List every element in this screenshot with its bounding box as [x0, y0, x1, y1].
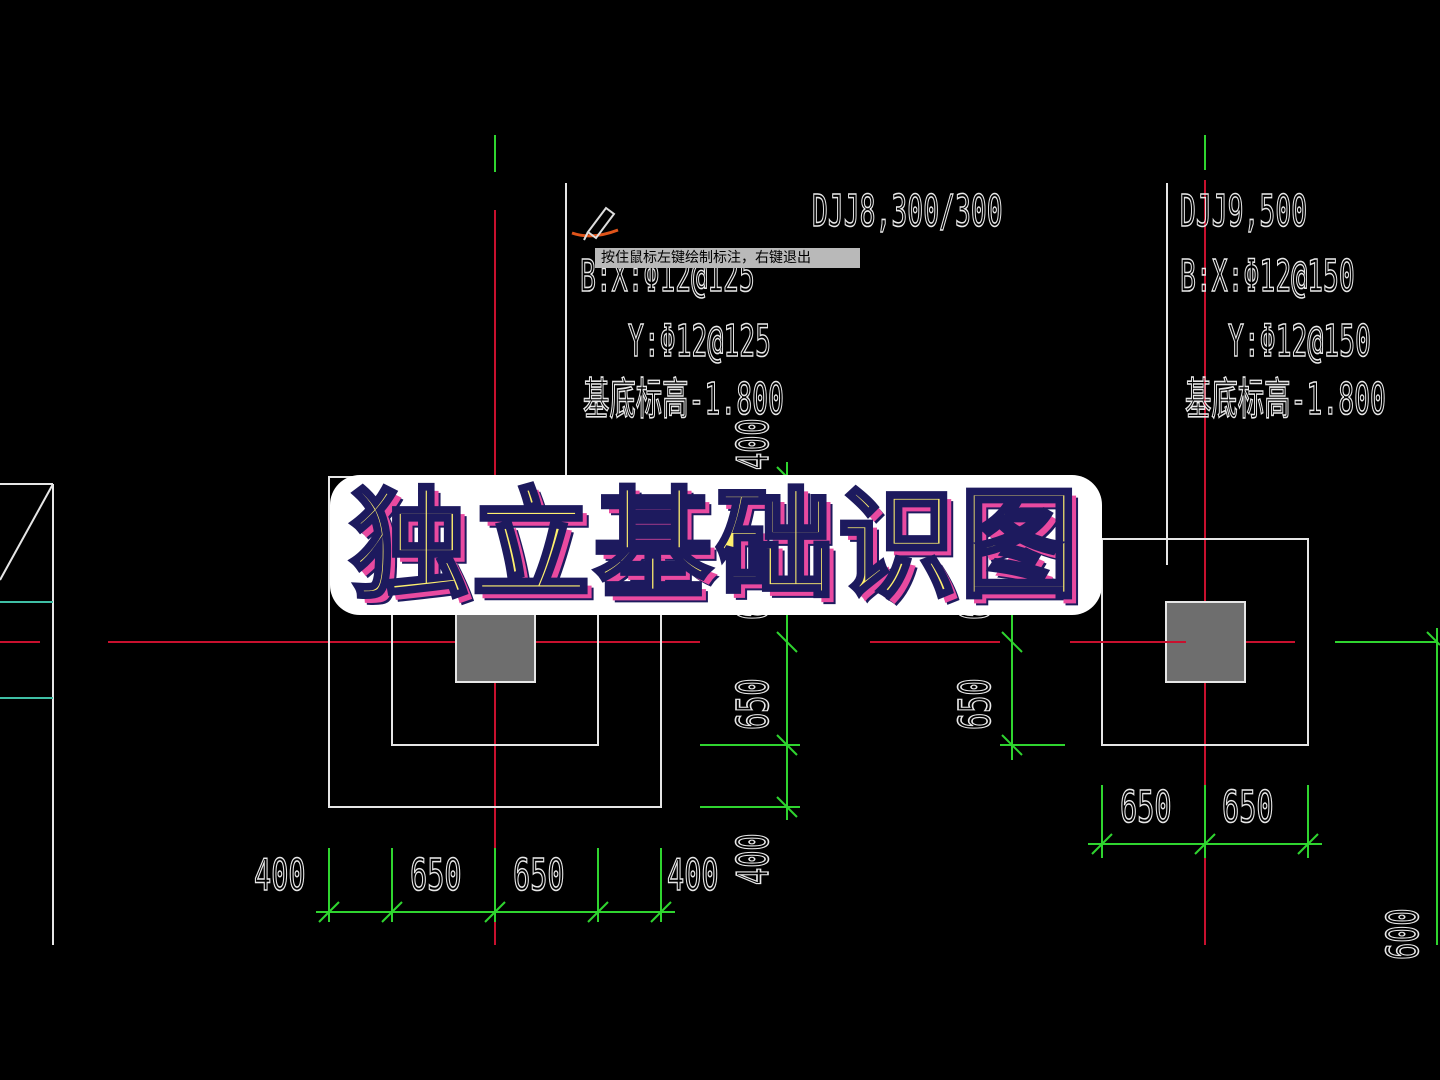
dim-label: 650	[1120, 782, 1172, 833]
rebar-x: B:X:Φ12@150	[1180, 250, 1355, 302]
left-foundation-annotation: DJJ8,300/300 B:X:Φ12@125 Y:Φ12@125 基底标高-…	[579, 184, 1003, 425]
dim-label: 400	[254, 850, 306, 901]
right-bottom-dimensions[interactable]: 650 650	[1088, 781, 1322, 858]
dim-label: 650	[513, 850, 565, 901]
foundation-label: DJJ8,300/300	[812, 185, 1003, 237]
dim-label: 650	[950, 678, 1001, 730]
overlay-title: 独立基础识图	[348, 474, 1082, 616]
dim-label: 650	[1222, 782, 1274, 833]
dim-label: 400	[728, 833, 779, 885]
dim-label: 600	[1378, 908, 1429, 960]
right-foundation[interactable]	[1100, 183, 1309, 746]
dim-label: 650	[410, 850, 462, 901]
pen-icon	[571, 206, 619, 241]
dim-label: 400	[728, 418, 779, 470]
dim-label: 650	[728, 678, 779, 730]
rebar-y: Y:Φ12@125	[628, 315, 771, 367]
elevation: 基底标高-1.800	[1185, 373, 1386, 425]
tooltip: 按住鼠标左键绘制标注，右键退出	[595, 248, 860, 268]
rebar-y: Y:Φ12@150	[1228, 315, 1371, 367]
left-edge-element	[0, 483, 54, 945]
left-bottom-dimensions[interactable]: 400 650 650 400	[253, 848, 719, 923]
far-right-dimension[interactable]: 600	[1335, 628, 1440, 961]
foundation-label: DJJ9,500	[1180, 185, 1307, 237]
column	[455, 602, 536, 683]
right-foundation-annotation: DJJ9,500 B:X:Φ12@150 Y:Φ12@150 基底标高-1.80…	[1179, 184, 1386, 425]
dim-label: 400	[667, 850, 719, 901]
title-backdrop	[330, 475, 1102, 615]
elevation: 基底标高-1.800	[583, 373, 784, 425]
